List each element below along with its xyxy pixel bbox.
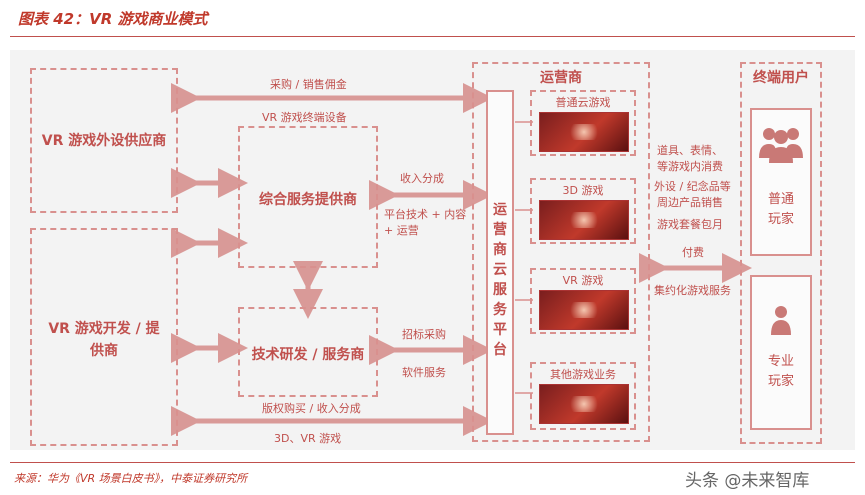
source-note: 来源：华为《VR 场景白皮书》，中泰证券研究所 xyxy=(14,472,248,485)
cloud-platform-box xyxy=(486,90,514,435)
service-card-cloud xyxy=(530,90,636,156)
cloud-platform-label: 运营商云服务平台 xyxy=(493,202,507,358)
tech-rd-label: 技术研发 / 服务商 xyxy=(251,347,365,363)
label-revenue-share: 收入分成 xyxy=(400,172,444,185)
label-merch-sales: 周边产品销售 xyxy=(657,196,723,209)
label-props-emoji: 道具、表情、 xyxy=(657,144,723,157)
label-game-package: 游戏套餐包月 xyxy=(657,218,723,231)
service-card-3d xyxy=(530,178,636,244)
end-user-box xyxy=(740,62,822,444)
service-label-3d: 3D 游戏 xyxy=(562,184,604,197)
label-platform-tech: 平台技术 + 内容 xyxy=(384,208,467,221)
label-software-service: 软件服务 xyxy=(402,366,446,379)
figure-title: 图表 42：VR 游戏商业模式 xyxy=(18,10,208,28)
game-developer-label: VR 游戏开发 / 提供商 xyxy=(48,321,160,359)
integrated-service-box xyxy=(238,126,378,268)
service-thumbnail-other xyxy=(539,384,629,424)
label-games-3d-vr: 3D、VR 游戏 xyxy=(274,432,342,445)
service-thumbnail-vr xyxy=(539,290,629,330)
label-plus-operation: + 运营 xyxy=(384,224,419,237)
service-thumbnail-3d xyxy=(539,200,629,240)
label-procurement-commission: 采购 / 销售佣金 xyxy=(270,78,347,91)
label-tender-procurement: 招标采购 xyxy=(402,328,446,341)
label-copyright-revenue: 版权购买 / 收入分成 xyxy=(262,402,361,415)
pro-player-box xyxy=(750,275,812,430)
pro-player-label: 专业玩家 xyxy=(767,354,794,389)
service-label-cloud: 普通云游戏 xyxy=(555,96,611,109)
service-card-other xyxy=(530,362,636,430)
operator-header: 运营商 xyxy=(540,70,582,86)
end-user-header: 终端用户 xyxy=(753,70,809,86)
label-payment: 付费 xyxy=(682,246,704,259)
diagram-background xyxy=(10,50,855,450)
label-intensive-service: 集约化游戏服务 xyxy=(654,284,731,297)
label-in-game-consumption: 等游戏内消费 xyxy=(657,160,723,173)
game-developer-box xyxy=(30,228,178,446)
operator-box xyxy=(472,62,650,442)
group-users-icon xyxy=(759,128,803,163)
integrated-service-label: 综合服务提供商 xyxy=(259,192,357,208)
peripheral-supplier-label: VR 游戏外设供应商 xyxy=(41,133,167,149)
title-rule xyxy=(10,36,855,37)
service-card-vr xyxy=(530,268,636,334)
single-user-icon xyxy=(771,306,791,335)
label-peripheral-souvenir: 外设 / 纪念品等 xyxy=(654,180,731,193)
label-vr-terminal-device: VR 游戏终端设备 xyxy=(262,111,347,124)
service-label-vr: VR 游戏 xyxy=(562,274,604,287)
service-label-other: 其他游戏业务 xyxy=(550,368,616,381)
footer-rule xyxy=(10,462,855,463)
watermark: 头条 @未来智库 xyxy=(685,471,810,491)
peripheral-supplier-box xyxy=(30,68,178,213)
regular-player-label: 普通玩家 xyxy=(767,192,794,227)
service-thumbnail-cloud xyxy=(539,112,629,152)
tech-rd-box xyxy=(238,307,378,397)
